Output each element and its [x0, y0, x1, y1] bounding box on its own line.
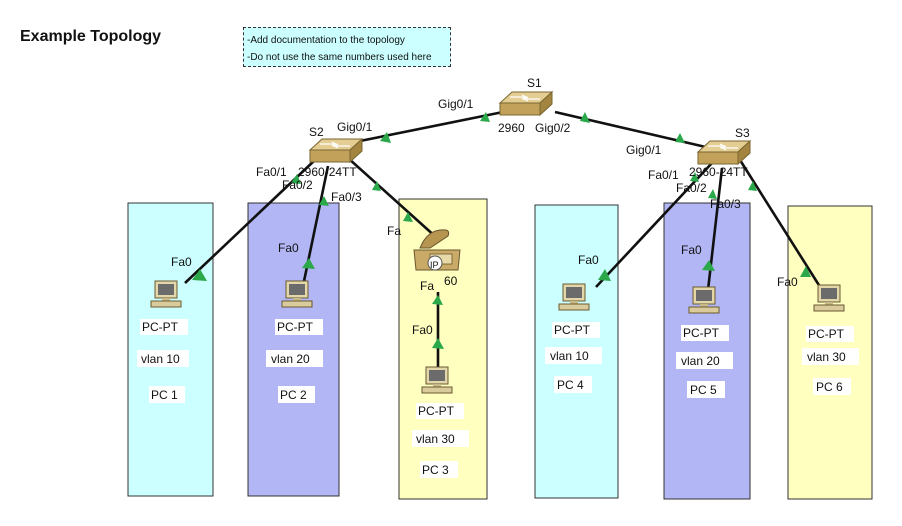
pc3-device[interactable]	[421, 366, 453, 394]
pc2-type: PC-PT	[277, 320, 314, 334]
port-light-phone-up	[403, 212, 413, 222]
port-light-pc4	[598, 269, 611, 281]
port-light-s2-uplink	[380, 132, 391, 143]
pc6-type: PC-PT	[808, 327, 845, 341]
port-label-phone-up: Fa	[387, 224, 401, 238]
port-light-s2-fa01	[291, 174, 301, 184]
port-label-pc5: Fa0	[681, 243, 702, 257]
computer-icon	[281, 280, 313, 308]
pc4-vlan: vlan 10	[550, 349, 589, 363]
s2-model: 2960-24TT	[298, 165, 357, 179]
port-label-pc2: Fa0	[278, 241, 299, 255]
link-s2-s1	[349, 109, 509, 145]
port-label-s1-g02: Gig0/2	[535, 121, 571, 135]
pc3-type: PC-PT	[418, 404, 455, 418]
pc5-device[interactable]	[688, 286, 720, 314]
switch-icon	[697, 140, 751, 165]
s2-name: S2	[309, 125, 324, 139]
page-title: Example Topology	[20, 28, 162, 45]
port-light-s3-fa03	[748, 181, 757, 191]
computer-icon	[150, 280, 182, 308]
port-light-phone-down	[432, 295, 443, 305]
vlan-panel-pc5	[663, 202, 751, 500]
pc2-device[interactable]	[281, 280, 313, 308]
port-label-s2-fa03: Fa0/3	[331, 190, 362, 204]
pc6-name: PC 6	[816, 380, 843, 394]
ip-phone[interactable]	[413, 229, 461, 271]
s1-model: 2960	[498, 121, 525, 135]
vlan-panel-pc3	[398, 198, 488, 500]
port-label-pc1: Fa0	[171, 255, 192, 269]
s3-model: 2960-24TT	[689, 165, 748, 179]
port-light-s1-right	[580, 112, 590, 123]
port-label-pc4: Fa0	[578, 253, 599, 267]
pc2-vlan: vlan 20	[271, 352, 310, 366]
s1-name: S1	[527, 76, 542, 90]
port-light-pc1	[192, 269, 207, 281]
port-label-s3-fa03: Fa0/3	[710, 197, 741, 211]
port-light-pc2	[302, 258, 315, 269]
note-line-1: -Add documentation to the topology	[247, 35, 405, 46]
switch-icon	[309, 138, 363, 163]
pc5-type: PC-PT	[683, 326, 720, 340]
port-label-s2-fa02: Fa0/2	[282, 178, 313, 192]
port-light-s3-uplink	[675, 133, 685, 143]
computer-icon	[421, 366, 453, 394]
port-label-s1-g01: Gig0/1	[438, 97, 474, 111]
port-label-pc6: Fa0	[777, 275, 798, 289]
switch-icon	[499, 91, 553, 116]
vlan-panel-pc2	[247, 202, 340, 497]
vlan-panel-pc1	[127, 202, 214, 497]
phone-model: 60	[444, 274, 458, 288]
port-label-s3-g01: Gig0/1	[626, 143, 662, 157]
pc1-vlan: vlan 10	[141, 352, 180, 366]
port-light-s1-left	[480, 112, 490, 122]
port-light-pc3	[432, 338, 444, 349]
port-light-pc5	[702, 260, 715, 271]
port-light-s2-fa03	[372, 181, 381, 191]
link-s3-pc4	[595, 162, 713, 288]
pc5-name: PC 5	[690, 383, 717, 397]
computer-icon	[558, 283, 590, 311]
pc2-name: PC 2	[280, 388, 307, 402]
port-label-s2-g01: Gig0/1	[337, 120, 373, 134]
port-label-s3-fa02: Fa0/2	[676, 181, 707, 195]
port-label-phone-down: Fa	[420, 279, 434, 293]
switch-s3[interactable]	[697, 140, 751, 165]
switch-s2[interactable]	[309, 138, 363, 163]
port-label-s2-fa01: Fa0/1	[256, 165, 287, 179]
pc4-device[interactable]	[558, 283, 590, 311]
computer-icon	[813, 284, 845, 312]
pc4-type: PC-PT	[554, 323, 591, 337]
pc6-vlan: vlan 30	[807, 350, 846, 364]
port-light-s3-fa02	[708, 189, 717, 199]
phone-badge: IP	[430, 260, 439, 270]
port-light-s2-fa02	[319, 196, 329, 206]
s3-name: S3	[735, 126, 750, 140]
note-line-2: -Do not use the same numbers used here	[247, 52, 432, 63]
pc3-vlan: vlan 30	[416, 432, 455, 446]
documentation-note: -Add documentation to the topology -Do n…	[243, 27, 451, 67]
pc1-device[interactable]	[150, 280, 182, 308]
switch-s1[interactable]	[499, 91, 553, 116]
link-s2-phone	[347, 157, 438, 239]
link-s3-pc6	[738, 159, 824, 291]
pc1-type: PC-PT	[142, 320, 179, 334]
port-light-s3-fa01	[690, 172, 699, 182]
port-light-pc6	[800, 266, 811, 277]
pc3-name: PC 3	[422, 463, 449, 477]
port-label-s3-fa01: Fa0/1	[648, 168, 679, 182]
computer-icon	[688, 286, 720, 314]
pc4-name: PC 4	[557, 378, 584, 392]
pc1-name: PC 1	[151, 388, 178, 402]
port-label-pc3: Fa0	[412, 323, 433, 337]
pc6-device[interactable]	[813, 284, 845, 312]
pc5-vlan: vlan 20	[681, 354, 720, 368]
